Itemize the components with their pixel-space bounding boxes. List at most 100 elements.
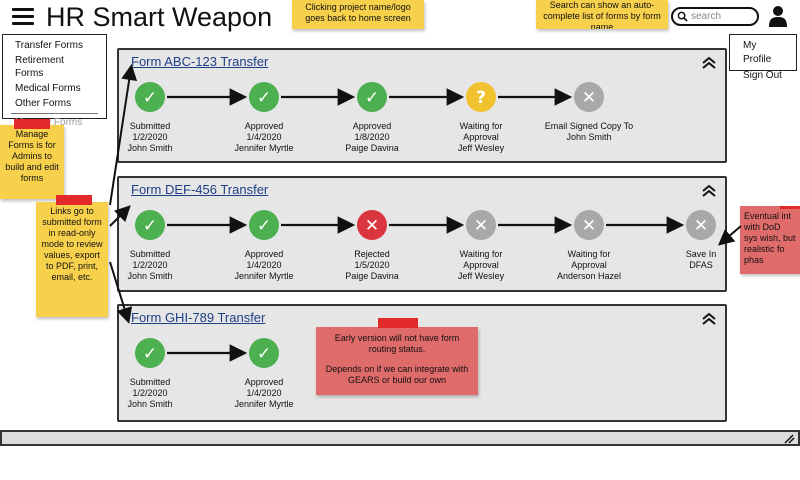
x-icon: ✕	[466, 210, 496, 240]
forms-dropdown-menu: Transfer Forms Retirement Forms Medical …	[2, 34, 107, 128]
step-label-line: Paige Davina	[345, 143, 399, 153]
step-label-line: 1/4/2020	[246, 260, 282, 270]
step-label-line: Approved	[244, 121, 284, 131]
svg-text:✕: ✕	[694, 216, 708, 236]
profile-icon[interactable]	[768, 5, 788, 27]
step-label-line: Waiting for	[459, 249, 503, 259]
check-icon: ✓	[249, 82, 279, 112]
step-label-line: Approved	[244, 377, 284, 387]
step-label-line: Save In	[685, 249, 717, 259]
svg-text:✕: ✕	[582, 88, 596, 108]
step-label-line: John Smith	[127, 271, 173, 281]
step-label-line: 1/8/2020	[354, 132, 390, 142]
annotation-note-search: Search can show an auto-complete list of…	[536, 0, 668, 29]
note-text: Eventual int with DoD sys wish, but real…	[744, 211, 796, 265]
search-input[interactable]	[691, 9, 757, 24]
check-icon: ✓	[249, 338, 279, 368]
x-icon: ✕	[574, 82, 604, 112]
step-label-line: Approval	[463, 260, 499, 270]
search-box[interactable]	[671, 7, 759, 26]
step-label-line: Approval	[463, 132, 499, 142]
svg-text:✓: ✓	[365, 88, 379, 108]
routing-diagram: ✓✓	[135, 338, 279, 368]
question-icon: ?	[466, 82, 496, 112]
resize-grip-icon[interactable]	[783, 433, 795, 444]
step-label-line: Waiting for	[567, 249, 611, 259]
routing-diagram: ✓ ✓ ✓? ✕	[135, 82, 604, 112]
step-label-line: Jeff Wesley	[457, 271, 505, 281]
step-label-line: John Smith	[566, 132, 612, 142]
note-text: Links go to submitted form in read-only …	[41, 206, 103, 282]
svg-text:✕: ✕	[582, 216, 596, 236]
tape	[14, 119, 50, 129]
x-icon: ✕	[574, 210, 604, 240]
annotation-note-manage-forms: Manage Forms is for Admins to build and …	[0, 119, 64, 199]
menu-item-my-profile[interactable]: My Profile	[743, 40, 772, 65]
menu-divider	[11, 113, 98, 114]
step-label-line: Submitted	[129, 249, 171, 259]
svg-text:✓: ✓	[257, 344, 271, 364]
step-label-line: Jennifer Myrtle	[234, 399, 294, 409]
tape	[56, 195, 92, 205]
svg-text:✓: ✓	[143, 88, 157, 108]
step-label-line: 1/2/2020	[132, 388, 168, 398]
annotation-note-links: Links go to submitted form in read-only …	[36, 195, 108, 317]
step-label-line: Approved	[352, 121, 392, 131]
step-label-line: Approved	[244, 249, 284, 259]
footer-bar	[0, 430, 800, 446]
step-label-line: 1/4/2020	[246, 132, 282, 142]
menu-item-retirement-forms[interactable]: Retirement Forms	[15, 55, 64, 79]
svg-text:✕: ✕	[365, 216, 379, 236]
tape	[780, 206, 800, 209]
check-icon: ✓	[135, 82, 165, 112]
step-label-line: Jennifer Myrtle	[234, 143, 294, 153]
step-label-line: 1/2/2020	[132, 260, 168, 270]
check-icon: ✓	[357, 82, 387, 112]
step-label-line: John Smith	[127, 143, 173, 153]
menu-item-medical-forms[interactable]: Medical Forms	[15, 83, 81, 94]
step-label-line: Waiting for	[459, 121, 503, 131]
step-label-line: John Smith	[127, 399, 173, 409]
step-label-line: Approval	[571, 260, 607, 270]
menu-item-other-forms[interactable]: Other Forms	[15, 98, 72, 109]
note-text: Manage Forms is for Admins to build and …	[5, 129, 59, 183]
step-label-line: Jennifer Myrtle	[234, 271, 294, 281]
step-label-line: Anderson Hazel	[556, 271, 622, 281]
note-text: Depends on if we can integrate with GEAR…	[325, 364, 469, 385]
check-icon: ✓	[135, 210, 165, 240]
form-title-link[interactable]: Form ABC-123 Transfer	[131, 54, 269, 69]
form-title-link[interactable]: Form GHI-789 Transfer	[131, 310, 266, 325]
x-icon: ✕	[357, 210, 387, 240]
svg-text:✕: ✕	[474, 216, 488, 236]
collapse-chevron-icon[interactable]	[701, 56, 717, 70]
step-label-line: 1/5/2020	[354, 260, 390, 270]
step-label-line: Submitted	[129, 121, 171, 131]
annotation-note-logo: Clicking project name/logo goes back to …	[292, 0, 424, 29]
svg-text:✓: ✓	[257, 216, 271, 236]
step-label-line: Submitted	[129, 377, 171, 387]
collapse-chevron-icon[interactable]	[701, 312, 717, 326]
svg-text:✓: ✓	[143, 216, 157, 236]
menu-item-transfer-forms[interactable]: Transfer Forms	[15, 40, 83, 51]
collapse-chevron-icon[interactable]	[701, 184, 717, 198]
menu-item-sign-out[interactable]: Sign Out	[743, 70, 782, 81]
step-label-line: 1/4/2020	[246, 388, 282, 398]
annotation-note-early-version: Early version will not have form routing…	[316, 318, 478, 395]
annotation-note-eventual: Eventual int with DoD sys wish, but real…	[740, 206, 800, 274]
form-title-link[interactable]: Form DEF-456 Transfer	[131, 182, 269, 197]
hamburger-menu-icon[interactable]	[12, 8, 34, 26]
app-title[interactable]: HR Smart Weapon	[46, 2, 273, 32]
